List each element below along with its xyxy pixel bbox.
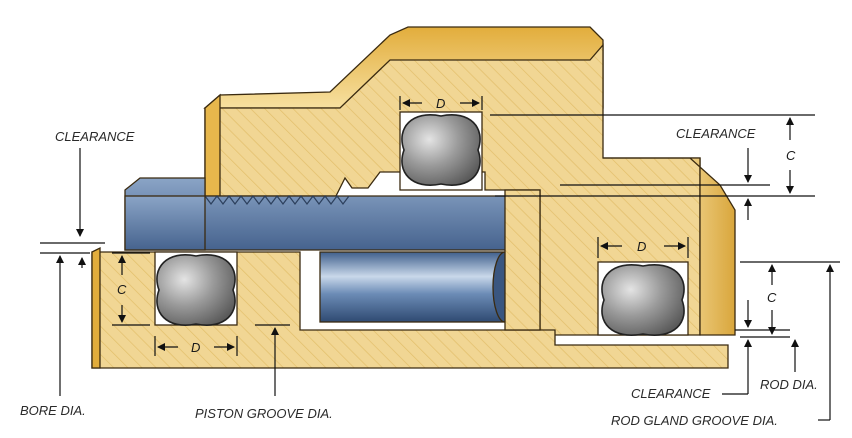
rod — [319, 189, 541, 331]
c-label-top-right: C — [786, 148, 796, 163]
c-label-left: C — [117, 282, 127, 297]
d-label-right: D — [637, 239, 646, 254]
d-label-left: D — [191, 340, 200, 355]
rod-gland-groove-dia-label: ROD GLAND GROOVE DIA. — [611, 413, 778, 428]
clearance-label-bottom-right: CLEARANCE — [631, 386, 711, 401]
piston-groove-dia-label: PISTON GROOVE DIA. — [195, 406, 333, 421]
dimension-lines — [40, 96, 840, 421]
rod-dia-label: ROD DIA. — [760, 377, 818, 392]
clearance-label-left: CLEARANCE — [55, 129, 135, 144]
d-label-top: D — [436, 96, 445, 111]
clearance-label-top-right: CLEARANCE — [676, 126, 756, 141]
o-ring-top — [401, 114, 481, 186]
bore-dia-label: BORE DIA. — [20, 403, 86, 418]
o-ring-right — [601, 264, 685, 336]
piston-barrel — [124, 177, 521, 251]
c-label-bottom-right: C — [767, 290, 777, 305]
o-ring-left — [156, 254, 236, 326]
